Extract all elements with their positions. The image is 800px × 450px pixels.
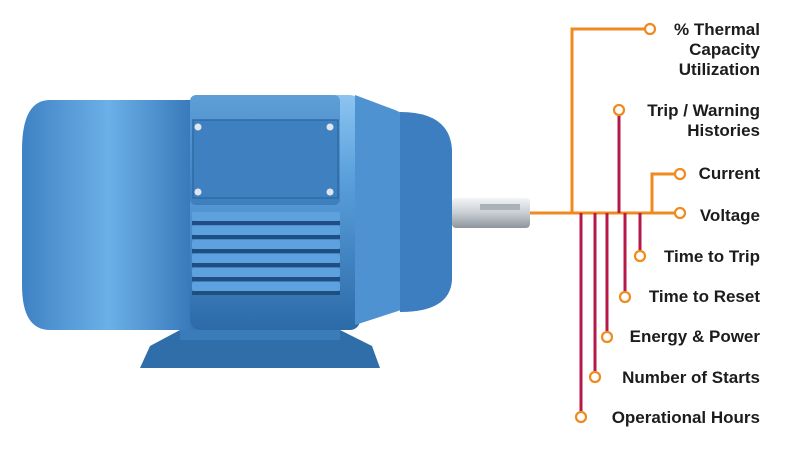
label-current: Current	[698, 164, 760, 183]
connector-node-current	[673, 167, 687, 181]
connector-node-thermal	[643, 22, 657, 36]
connector-node-voltage	[673, 206, 687, 220]
connector-node-trip-history	[612, 103, 626, 117]
cooling-fin	[192, 268, 340, 277]
fin-gap	[192, 277, 340, 281]
cooling-fins	[192, 212, 340, 295]
connector-node-number-of-starts	[588, 370, 602, 384]
motor-front-flange	[400, 112, 452, 312]
connector-node-energy-power	[600, 330, 614, 344]
screw-icon	[194, 188, 202, 196]
motor-rear-cap	[22, 100, 195, 330]
label-time-to-reset: Time to Reset	[648, 287, 760, 306]
fin-gap	[192, 263, 340, 267]
label-trip-warning-histories: Trip / Warning Histories	[647, 101, 760, 140]
label-voltage: Voltage	[699, 206, 760, 225]
connector-node-time-to-trip	[633, 249, 647, 263]
label-number-of-starts: Number of Starts	[622, 368, 760, 387]
cooling-fin	[192, 254, 340, 263]
label-thermal-capacity: % Thermal Capacity Utilization	[674, 20, 760, 79]
fin-gap	[192, 235, 340, 239]
fin-gap	[192, 221, 340, 225]
label-time-to-trip: Time to Trip	[663, 247, 760, 266]
shaft-keyway	[480, 204, 520, 210]
fin-gap	[192, 249, 340, 253]
cooling-fin	[192, 212, 340, 221]
connector-node-time-to-reset	[618, 290, 632, 304]
cooling-fin	[192, 282, 340, 291]
motor-shaft	[452, 198, 530, 228]
fin-gap	[192, 291, 340, 295]
cooling-fin	[192, 226, 340, 235]
label-energy-power: Energy & Power	[629, 327, 760, 346]
screw-icon	[326, 188, 334, 196]
screw-icon	[326, 123, 334, 131]
connector-thermal	[570, 27, 650, 213]
cooling-fin	[192, 240, 340, 249]
screw-icon	[194, 123, 202, 131]
label-operational-hours: Operational Hours	[611, 408, 760, 427]
connector-current	[650, 172, 680, 213]
connector-node-operational-hours	[574, 410, 588, 424]
electric-motor-illustration	[22, 95, 530, 368]
connector-lines	[530, 22, 687, 424]
terminal-box-cover	[192, 119, 339, 199]
